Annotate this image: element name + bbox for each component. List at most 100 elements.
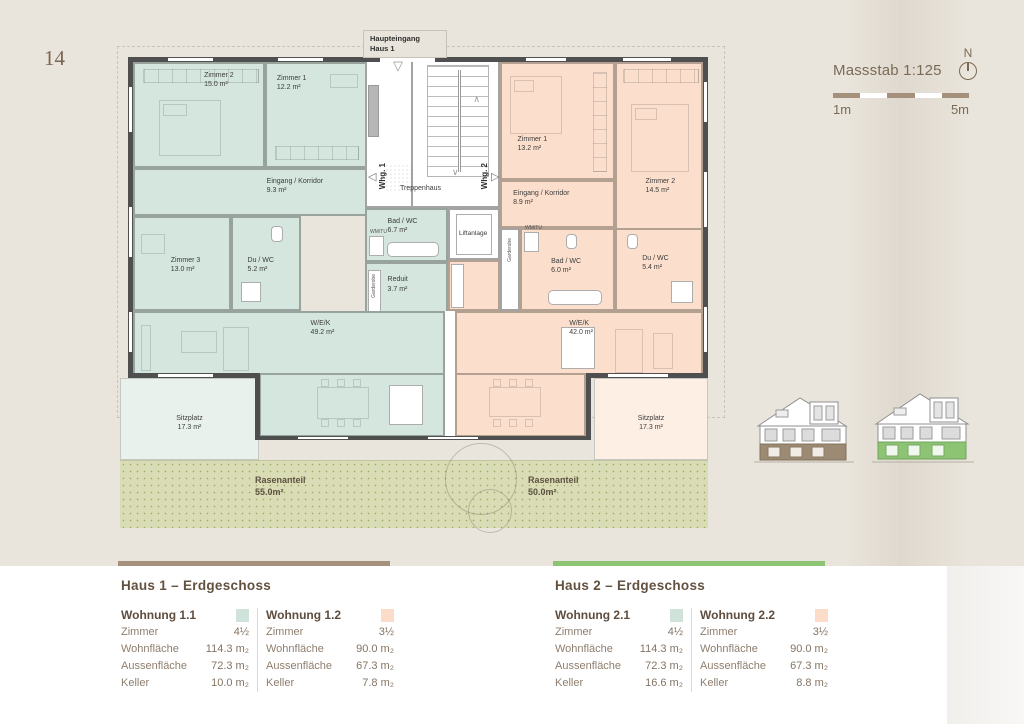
- building: Zimmer 2 15.0 m² Zimmer 1 12.2 m² Eingan…: [128, 57, 708, 440]
- entrance-arrow-icon: ▽: [393, 58, 403, 73]
- window-opening: [158, 374, 213, 377]
- scale-bar-segment: [914, 93, 942, 98]
- window-opening: [526, 58, 566, 61]
- scale-bar-segment: [833, 93, 861, 98]
- haus2-accent-bar: [553, 561, 825, 566]
- stair-rail: [458, 70, 461, 172]
- furniture-kitchen-counter: [451, 264, 464, 308]
- fixture-washer: WM/TU: [369, 229, 387, 256]
- stairwell-label: Treppenhaus: [400, 185, 441, 192]
- scale-bar-segment: [941, 93, 970, 98]
- window-opening: [129, 87, 132, 132]
- scale-bar-segment: [860, 93, 888, 98]
- lawn-label-haus2: Rasenanteil 50.0m²: [528, 475, 579, 497]
- floor-plan: Rasenanteil 55.0m² Rasenanteil 50.0m² Si…: [115, 28, 740, 538]
- furniture-dining-table: [489, 387, 541, 417]
- room-apt2-wek-upper: W/E/K 42.0 m²: [455, 311, 703, 375]
- room-apt1-badwc: Bad / WC 6.7 m² WM/TU: [365, 208, 448, 262]
- elevator: Liftanlage: [448, 208, 500, 260]
- unit-color-swatch: [815, 608, 828, 622]
- scale-bar: [833, 93, 970, 98]
- furniture-sofa: [223, 327, 249, 371]
- stairwell: ∧ ∨: [411, 57, 500, 208]
- fixture-washer: WM/TU: [524, 225, 542, 252]
- unit-name: Wohnung 1.2: [266, 608, 342, 622]
- furniture-wardrobe: [143, 69, 259, 83]
- room-apt1-wek-upper: W/E/K 49.2 m²: [133, 311, 445, 375]
- fixture-shower: [671, 281, 693, 303]
- furniture-kitchen-island: [561, 327, 595, 369]
- furniture-chair: [525, 379, 533, 387]
- terrace-apartment2: Sitzplatz 17.3 m²: [594, 378, 708, 460]
- elevator-shaft: [456, 214, 492, 255]
- room-apt1-zimmer3: Zimmer 3 13.0 m²: [133, 216, 231, 311]
- room-apt1-korridor: Eingang / Korridor 9.3 m²: [133, 168, 368, 216]
- furniture-chair: [141, 234, 165, 254]
- wall-segment: [255, 436, 591, 440]
- wall-segment: [586, 378, 591, 440]
- north-compass: N: [956, 46, 980, 80]
- north-label: N: [963, 46, 973, 60]
- window-opening: [704, 307, 707, 352]
- washer-label: WM/TU: [525, 225, 542, 231]
- window-opening: [704, 172, 707, 227]
- furniture-pillow: [514, 80, 534, 92]
- page-number: 14: [44, 46, 65, 70]
- room-apt2-korridor: Eingang / Korridor 8.9 m²: [500, 180, 615, 228]
- furniture-sideboard: [181, 331, 217, 353]
- unit-color-swatch: [670, 608, 683, 622]
- haus2-3d-illustration: [872, 393, 974, 463]
- lawn-label-haus1: Rasenanteil 55.0m²: [255, 475, 306, 497]
- room-apt1-wek-lower: [259, 373, 445, 437]
- room-apt2-garderobe: Garderobe: [500, 228, 520, 311]
- furniture-desk: [330, 74, 358, 88]
- furniture-chair: [509, 379, 517, 387]
- room-apt1-duwc: Du / WC 5.2 m²: [231, 216, 301, 311]
- unit-name: Wohnung 2.1: [555, 608, 631, 622]
- furniture-chair: [321, 379, 329, 387]
- window-opening: [168, 58, 213, 61]
- room-apt1-zimmer2: Zimmer 2 15.0 m²: [133, 62, 265, 168]
- room-apt2-badwc: Bad / WC 6.0 m² WM/TU: [520, 225, 615, 311]
- whg1-arrow-icon: ◁: [368, 170, 377, 183]
- stairs-up-chevron: ∧: [473, 94, 480, 104]
- room-apt2-wek-lower: [455, 373, 586, 437]
- scale-tick-min: 1m: [833, 102, 852, 117]
- furniture-armchair: [653, 333, 673, 369]
- kitchen-counter-strip: [445, 311, 455, 437]
- window-opening: [623, 58, 671, 61]
- furniture-chair: [337, 419, 345, 427]
- furniture-dining-table: [317, 387, 369, 419]
- band-shade: [947, 566, 1024, 724]
- wall-segment: [255, 378, 260, 440]
- room-apt2-zimmer2: Zimmer 2 14.5 m²: [615, 62, 703, 243]
- legend-haus2-title: Haus 2 – Erdgeschoss: [555, 578, 706, 593]
- house-illustrations: [750, 386, 978, 470]
- furniture-kitchen-island: [389, 385, 423, 425]
- lawn-area: Rasenanteil 55.0m² Rasenanteil 50.0m²: [120, 443, 708, 533]
- furniture-wardrobe: [623, 69, 699, 83]
- room-apt1-zimmer1: Zimmer 1 12.2 m²: [265, 62, 368, 168]
- furniture-wardrobe: [593, 72, 607, 172]
- window-opening: [278, 58, 323, 61]
- furniture-chair: [353, 379, 361, 387]
- window-opening: [129, 312, 132, 352]
- fixture-bathtub: [548, 290, 602, 305]
- legend-divider: [691, 608, 692, 692]
- scale-label: Massstab 1:125: [833, 62, 942, 79]
- furniture-pillow: [163, 104, 187, 116]
- furniture-sofa: [615, 329, 643, 373]
- unit-name: Wohnung 2.2: [700, 608, 776, 622]
- furniture-chair: [525, 419, 533, 427]
- unit-color-swatch: [381, 608, 394, 622]
- window-opening: [704, 82, 707, 122]
- fixture-toilet: [627, 234, 638, 249]
- elevator-label: Liftanlage: [459, 230, 488, 237]
- furniture-wardrobe: [275, 146, 359, 160]
- fixture-toilet: [566, 234, 577, 249]
- room-apt1-reduit: Reduit 3.7 m² Garderobe: [365, 262, 448, 318]
- furniture-bed: [631, 104, 689, 172]
